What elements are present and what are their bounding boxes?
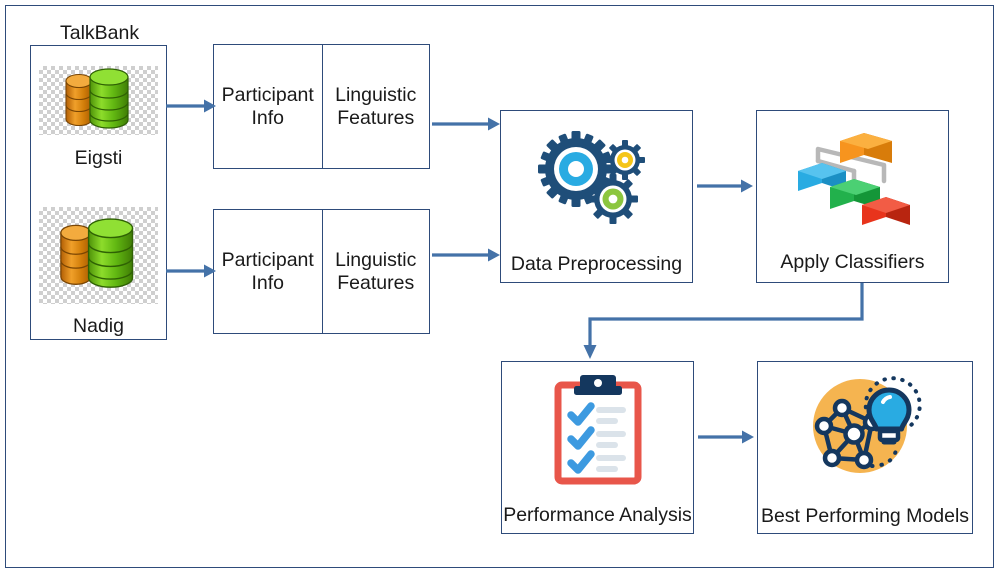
neural-network-bulb-icon-area (798, 372, 926, 487)
neural-network-bulb-icon (813, 375, 922, 473)
arrow-eigsti-to-table (166, 96, 218, 116)
stage-apply-classifiers-label: Apply Classifiers (780, 251, 925, 273)
nadig-label: Nadig (73, 315, 124, 337)
feature-table-eigsti: Participant Info Linguistic Features (213, 44, 430, 169)
block-red (862, 196, 910, 225)
clipboard-checklist-icon (554, 375, 641, 485)
stage-best-performing-models-label: Best Performing Models (760, 505, 970, 527)
stage-performance-analysis-label: Performance Analysis (503, 504, 692, 526)
block-blue (798, 162, 846, 191)
gears-icon (537, 130, 645, 224)
database-stack-icon (64, 67, 129, 129)
feature-table-nadig: Participant Info Linguistic Features (213, 209, 430, 334)
classifier-blocks-icon-area (788, 125, 918, 240)
eigsti-label: Eigsti (74, 147, 123, 169)
arrow-nadig-to-table (166, 261, 218, 281)
clipboard-checklist-icon-area (540, 370, 655, 490)
diagram-outer-frame (5, 5, 994, 568)
arrow-table-nadig-to-preprocessing (432, 245, 502, 265)
database-stack-icon (59, 217, 133, 288)
classifier-blocks-icon (798, 132, 910, 225)
nadig-database-icon-area (39, 207, 158, 304)
feature-table-eigsti-cell-participant-info: Participant Info (221, 83, 314, 129)
arrow-performance-to-best-models (698, 427, 756, 447)
block-orange (840, 132, 892, 163)
feature-table-nadig-cell-linguistic-features: Linguistic Features (321, 210, 430, 333)
feature-table-eigsti-cell-linguistic-features: Linguistic Features (321, 45, 430, 168)
stage-data-preprocessing-label: Data Preprocessing (510, 253, 683, 275)
arrow-table-eigsti-to-preprocessing (432, 114, 502, 134)
feature-table-nadig-cell-participant-info: Participant Info (221, 248, 314, 294)
arrow-classifiers-to-performance (580, 283, 870, 363)
gears-icon-area (530, 128, 663, 233)
eigsti-database-icon-area (39, 66, 158, 135)
arrow-preprocessing-to-classifiers (697, 176, 755, 196)
talkbank-title-label: TalkBank (60, 22, 140, 44)
